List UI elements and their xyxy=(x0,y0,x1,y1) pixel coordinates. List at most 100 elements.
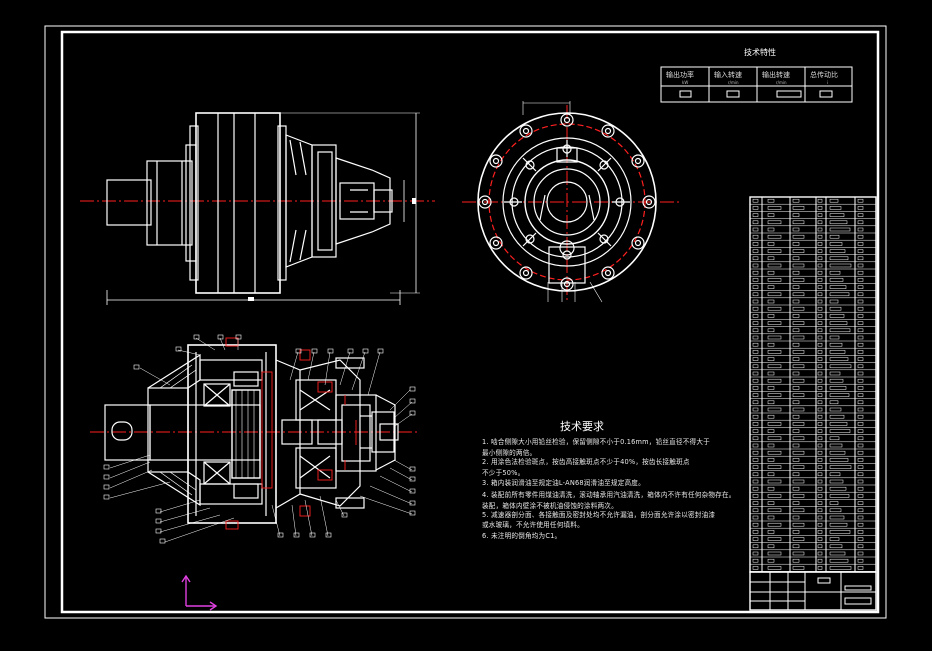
inner-frame xyxy=(60,30,880,614)
parts-list-cell-text xyxy=(817,422,823,426)
parts-list-cell-text xyxy=(767,400,775,405)
parts-list-cell-text xyxy=(829,263,852,268)
parts-list-cell-text xyxy=(829,220,848,225)
parts-list-cell-text xyxy=(752,371,759,376)
parts-list-cell-text xyxy=(767,335,782,340)
parts-list-cell-text xyxy=(752,450,759,455)
parts-list-cell-text xyxy=(817,407,823,412)
parts-list-table xyxy=(749,196,877,573)
parts-list-cell-text xyxy=(829,335,840,340)
parts-list-cell-text xyxy=(857,386,864,390)
parts-list-cell-text xyxy=(752,558,759,563)
parts-list-cell-text xyxy=(767,530,775,534)
parts-list-cell-text xyxy=(767,551,782,556)
parts-list-cell-text xyxy=(829,544,843,549)
outer-frame xyxy=(44,25,887,619)
parts-list-cell-text xyxy=(767,350,782,354)
parts-list-cell-text xyxy=(857,465,864,469)
parts-list-cell-text xyxy=(767,501,775,505)
parts-list-cell-text xyxy=(792,486,800,491)
unit-output-power: kW xyxy=(682,80,689,85)
parts-list-cell-text xyxy=(829,508,842,513)
parts-list-cell-text xyxy=(752,472,759,477)
parts-list-cell-text xyxy=(857,486,864,491)
parts-list-cell-text xyxy=(829,227,851,232)
parts-list-cell-text xyxy=(752,400,759,405)
parts-list-cell-text xyxy=(792,544,800,549)
parts-list-cell-text xyxy=(792,314,800,318)
parts-list-cell-text xyxy=(817,198,823,203)
parts-list-cell-text xyxy=(829,486,847,491)
parts-list-cell-text xyxy=(752,364,759,369)
parts-list-cell-text xyxy=(829,436,840,441)
parts-list-cell-text xyxy=(752,256,759,261)
parts-list-cell-text xyxy=(817,508,823,513)
parts-list-cell-text xyxy=(752,306,759,311)
parts-list-cell-text xyxy=(817,220,823,225)
parts-list-cell-text xyxy=(752,227,759,232)
parts-list-cell-text xyxy=(752,278,759,282)
parts-list-cell-text xyxy=(792,530,800,534)
parts-list-cell-text xyxy=(817,364,823,369)
parts-list-cell-text xyxy=(817,530,823,534)
parts-list-cell-text xyxy=(829,364,852,369)
parts-list-cell-text xyxy=(829,242,843,246)
parts-list-cell-text xyxy=(767,544,775,549)
end-view xyxy=(462,101,680,303)
parts-list-cell-text xyxy=(829,407,842,412)
parts-list-cell-text xyxy=(857,501,864,505)
parts-list-cell-text xyxy=(829,378,844,383)
part-number-tags xyxy=(103,334,416,544)
parts-list-cell-text xyxy=(767,450,782,455)
parts-list-cell-text xyxy=(857,393,864,397)
parts-list-cell-text xyxy=(767,515,775,520)
parts-list-cell-text xyxy=(817,393,823,397)
parts-list-cell-text xyxy=(752,213,759,217)
parts-list-cell-text xyxy=(857,335,864,340)
parts-list-cell-text xyxy=(792,465,805,469)
parts-list-cell-text xyxy=(767,242,775,246)
parts-list-cell-text xyxy=(752,501,759,505)
parts-list-cell-text xyxy=(767,364,782,369)
parts-list-cell-text xyxy=(857,249,864,253)
parts-list-cell-text xyxy=(767,422,782,426)
parts-list-cell-text xyxy=(792,479,805,484)
parts-list-cell-text xyxy=(857,443,864,448)
parts-list-cell-text xyxy=(792,306,805,311)
parts-list-cell-text xyxy=(817,400,823,405)
parts-list-cell-text xyxy=(767,371,775,376)
parts-list-cell-text xyxy=(767,494,782,498)
parts-list-cell-text xyxy=(857,544,864,549)
parts-list-cell-text xyxy=(817,285,823,289)
requirement-line: 4. 装配前所有零件用煤油清洗，滚动轴承用汽油清洗，箱体内不许有任何杂物存在。 xyxy=(482,491,736,499)
parts-list-cell-text xyxy=(792,443,800,448)
parts-list-cell-text xyxy=(857,263,864,268)
parts-list-cell-text xyxy=(792,285,800,289)
parts-list-cell-text xyxy=(752,198,759,203)
parts-list-cell-text xyxy=(792,494,805,498)
parts-list-cell-text xyxy=(767,386,775,390)
parts-list-cell-text xyxy=(792,350,805,354)
parts-list-cell-text xyxy=(767,508,782,513)
parts-list-cell-text xyxy=(857,436,864,441)
parts-list-cell-text xyxy=(829,443,843,448)
parts-list-cell-text xyxy=(817,227,823,232)
parts-list-cell-text xyxy=(829,414,845,419)
parts-list-cell-text xyxy=(829,357,849,361)
parts-list-cell-text xyxy=(752,386,759,390)
parts-list-cell-text xyxy=(857,242,864,246)
parts-list-cell-text xyxy=(767,443,775,448)
parts-list-cell-text xyxy=(829,494,850,498)
parts-list-cell-text xyxy=(829,465,852,469)
parts-list-cell-text xyxy=(752,522,759,527)
parts-list-cell-text xyxy=(767,234,782,239)
parts-list-cell-text xyxy=(857,321,864,325)
parts-list-cell-text xyxy=(817,544,823,549)
parts-list-cell-text xyxy=(829,328,851,333)
parts-list-cell-text xyxy=(792,299,800,304)
parts-list-cell-text xyxy=(752,458,759,462)
parts-list-cell-text xyxy=(752,479,759,484)
requirement-line: 或水玻璃，不允许使用任何填料。 xyxy=(482,521,584,529)
parts-list-cell-text xyxy=(752,285,759,289)
